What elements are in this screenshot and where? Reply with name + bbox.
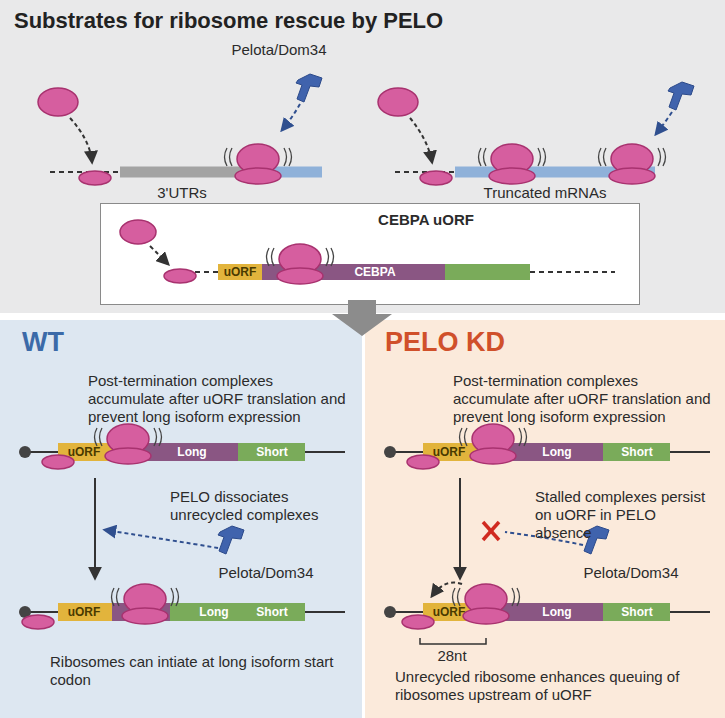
short-isoform-bar [170,603,305,621]
large-subunit [378,88,418,116]
region-label: Truncated mRNAs [484,184,607,201]
mrna-utr [395,171,455,173]
flow-arrow [332,300,392,336]
cap [19,446,31,458]
orf-label: uORF [433,445,466,459]
step-note: Post-termination complexes accumulate af… [453,372,711,426]
panel-title: Substrates for ribosome rescue by PELO [14,8,714,34]
uorf-bar [423,443,477,461]
mrna-utr [50,171,120,173]
step-note: Ribosomes can intiate at long isoform st… [50,653,345,689]
uorf-bar [58,603,112,621]
protein-label: Pelota/Dom34 [583,564,678,581]
wt-panel: WT Post-termination complexes accumulate … [0,320,362,718]
protein-label: Pelota/Dom34 [231,41,326,58]
orf-label: CEBPA [354,265,395,279]
isoform-label: Long [542,605,571,619]
uorf-bar [218,264,262,280]
cap [19,606,31,618]
queue-arrow [432,583,462,597]
large-subunit [120,220,156,244]
long-isoform-bar [112,603,170,621]
orf-label: uORF [224,265,257,279]
ribosome [460,424,527,464]
mrna-utr [530,271,615,273]
small-subunit [164,269,196,283]
rescue-arrow [282,104,300,130]
step-note: Unrecycled ribosome enhances queuing of … [395,668,715,704]
ribosome [267,244,334,284]
step-note: Stalled complexes persist on uORF in PEL… [535,488,715,542]
long-isoform-bar [477,603,603,621]
cds-bar [120,167,248,178]
recruit-arrow [410,118,432,162]
pelota-icon [296,74,322,102]
pelota-icon [583,526,609,554]
ribosome [479,144,546,184]
short-isoform-bar [603,443,670,461]
small-subunit [402,615,434,629]
isoform-label: Short [621,445,652,459]
step-note: Post-termination complexes accumulate af… [88,372,346,426]
isoform-label: Long [177,445,206,459]
step-arrow [459,478,461,578]
panel-heading: WT [22,326,222,358]
isoform-label: Long [542,445,571,459]
distance-bracket [420,638,486,644]
isoform-label: Short [621,605,652,619]
large-subunit [38,88,78,116]
box-heading: CEBPA uORF [341,211,511,229]
ribosome [112,584,179,624]
isoform-label: Long [199,605,228,619]
ribosome [599,144,666,184]
small-subunit [420,171,452,185]
blocked-cross [483,522,499,540]
ribosome [95,424,162,464]
truncated-bar [455,167,655,178]
pelota-icon [218,526,244,554]
cebpa-box: CEBPA uORF [100,203,640,305]
isoform-label: Short [256,445,287,459]
panel-heading: PELO KD [385,326,605,358]
cebpa-bar [262,264,445,280]
uorf-bar [58,443,112,461]
short-isoform-bar [603,603,670,621]
blocked-line [505,532,583,545]
ribosome [225,144,292,184]
rescue-arrow [656,112,672,134]
orf-label: uORF [68,445,101,459]
rescue-arrow [105,530,218,548]
small-subunit [79,171,111,185]
region-label: 3'UTRs [157,184,207,201]
long-isoform-bar [477,443,603,461]
protein-label: Pelota/Dom34 [218,564,313,581]
uorf-bar [423,603,477,621]
distance-label: 28nt [437,647,466,664]
pelota-icon [668,82,694,110]
utr-bar [248,167,322,178]
isoform-label: Short [256,605,287,619]
step-note: PELO dissociates unrecycled complexes [170,488,350,524]
mrna-utr [195,271,218,273]
cap [384,446,396,458]
recruit-arrow [70,118,92,162]
kd-panel: PELO KD Post-termination complexes accumu… [365,320,725,718]
orf-label: uORF [433,605,466,619]
short-isoform-bar [238,443,305,461]
cap [384,606,396,618]
small-subunit [22,615,54,629]
step-arrow [94,478,96,578]
cebpa-short-bar [445,264,530,280]
orf-label: uORF [68,605,101,619]
recruit-arrow [150,246,168,264]
long-isoform-bar [112,443,238,461]
